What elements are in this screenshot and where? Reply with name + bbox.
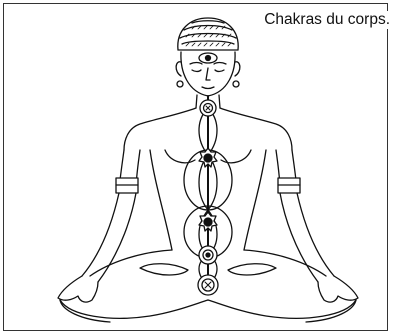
left-arm — [58, 150, 140, 302]
chakra-manipura-icon — [199, 212, 217, 231]
chakra-ajna-icon — [199, 53, 217, 63]
chakra-svadhisthana-icon — [199, 246, 217, 264]
hair-crown — [178, 18, 238, 50]
right-arm — [276, 150, 358, 302]
chakra-vishuddha-icon — [200, 100, 216, 116]
figure-caption: Chakras du corps. — [263, 11, 391, 29]
chakra-muladhara-icon — [198, 275, 218, 295]
